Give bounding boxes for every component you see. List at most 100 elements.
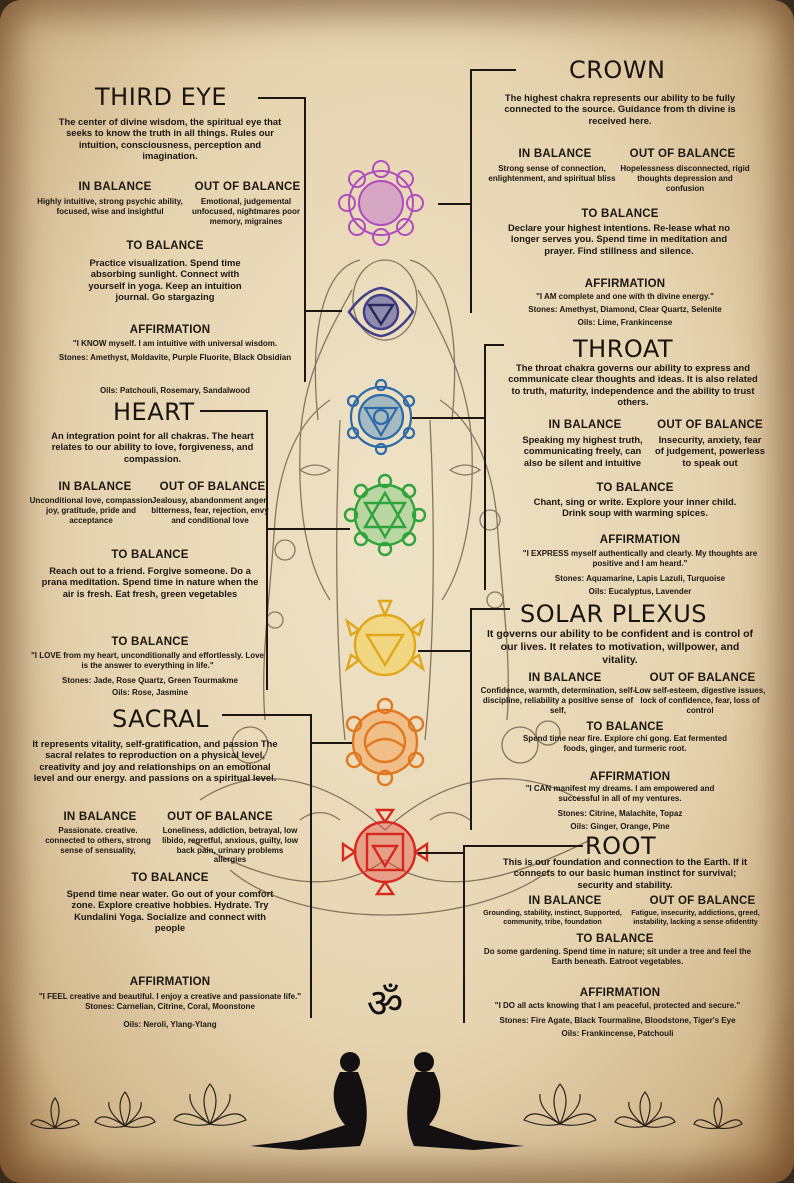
third-eye-chakra-icon [347,286,415,338]
root-out-label: OUT OF BALANCE [649,895,756,907]
third-eye-desc: The center of divine wisdom, the spiritu… [58,116,282,162]
throat-out-label: OUT OF BALANCE [657,419,763,431]
throat-oils: Oils: Eucalyptus, Lavender [588,587,692,596]
heart-to-label: TO BALANCE [111,549,189,561]
third-eye-aff-label: AFFIRMATION [129,324,211,336]
sacral-title: SACRAL [112,705,209,733]
yoga-silhouettes-icon [250,1052,524,1150]
crown-desc: The highest chakra represents our abilit… [504,92,736,126]
crown-out-label: OUT OF BALANCE [629,148,736,160]
crown-aff-label: AFFIRMATION [584,278,666,290]
solar-to-label: TO BALANCE [586,721,664,733]
sacral-connector-v [310,714,312,1018]
solar-plexus-chakra-icon [344,599,426,677]
third-eye-connector-h [306,310,342,312]
solar-desc: It governs our ability to be confident a… [486,628,753,666]
root-connector-v [463,845,465,1023]
root-connector-h [418,852,464,854]
root-connector [463,845,583,847]
third-eye-connector [258,97,306,99]
solar-to-text: Spend time near fire. Explore chi gong. … [522,734,728,753]
sacral-out-label: OUT OF BALANCE [167,811,273,823]
solar-aff-text: "I CAN manifest my dreams. I am empowere… [525,784,715,803]
root-aff-text: "I DO all acts knowing that I am peacefu… [494,1001,741,1010]
heart-to-text: Reach out to a friend. Forgive someone. … [41,565,259,599]
crown-stones: Stones: Amethyst, Diamond, Clear Quartz,… [528,305,722,314]
third-eye-oils: Oils: Patchouli, Rosemary, Sandalwood [99,386,251,395]
crown-chakra-icon [338,160,424,246]
sacral-desc: It represents vitality, self-gratificati… [32,738,278,784]
solar-in-label: IN BALANCE [528,672,602,684]
throat-aff-text: "I EXPRESS myself authentically and clea… [522,549,758,568]
heart-out-text: Jealousy, abandonment anger, bitterness,… [151,496,269,525]
throat-to-label: TO BALANCE [596,482,674,494]
throat-out-text: Insecurity, anxiety, fear of judgement, … [655,434,765,468]
crown-out-text: Hopelessness disconnected, rigid thought… [620,164,750,193]
root-aff-label: AFFIRMATION [579,987,661,999]
root-title: ROOT [585,832,657,860]
solar-out-text: Low self-esteem, digestive issues, lock … [634,686,766,715]
lotus-icons [30,1083,743,1130]
heart-oils: Oils: Rose, Jasmine [111,688,189,697]
heart-in-label: IN BALANCE [58,481,132,493]
crown-in-text: Strong sense of connection, enlightenmen… [488,164,616,183]
sacral-connector-h [312,742,352,744]
sacral-out-text: Loneliness, addiction, betrayal, low lib… [162,826,298,865]
root-in-label: IN BALANCE [528,895,602,907]
solar-stones: Stones: Citrine, Malachite, Topaz [557,809,683,818]
heart-stones: Stones: Jade, Rose Quartz, Green Tourmak… [62,676,238,685]
crown-in-label: IN BALANCE [518,148,592,160]
crown-aff-text: "I AM complete and one with th divine en… [536,292,714,301]
solar-oils: Oils: Ginger, Orange, Pine [570,822,670,831]
sacral-connector [222,714,312,716]
third-eye-out-label: OUT OF BALANCE [194,181,301,193]
heart-aff-text: "I LOVE from my heart, unconditionally a… [30,651,265,670]
third-eye-connector-v [304,97,306,382]
throat-connector-v [484,344,486,590]
heart-connector-h [268,528,350,530]
crown-connector-v [470,69,472,313]
crown-connector [470,69,516,71]
third-eye-in-text: Highly intuitive, strong psychic ability… [37,197,183,216]
third-eye-out-text: Emotional, judgemental unfocused, nightm… [191,197,300,226]
root-stones: Stones: Fire Agate, Black Tourmaline, Bl… [499,1016,736,1025]
solar-connector [470,608,510,610]
heart-out-label: OUT OF BALANCE [159,481,266,493]
sacral-to-text: Spend time near water. Go out of your co… [66,888,274,934]
heart-title: HEART [113,398,195,426]
crown-to-text: Declare your highest intentions. Re-leas… [508,222,730,256]
heart-connector-v [266,410,268,690]
third-eye-aff-text: "I KNOW myself. I am intuitive with univ… [72,339,278,348]
crown-title: CROWN [569,56,666,84]
heart-connector [200,410,268,412]
crown-connector-h [438,203,470,205]
solar-title: SOLAR PLEXUS [520,600,708,628]
root-to-label: TO BALANCE [576,933,654,945]
throat-in-text: Speaking my highest truth, communicating… [522,434,643,468]
sacral-in-label: IN BALANCE [63,811,137,823]
throat-title: THROAT [573,335,674,363]
heart-aff-label: TO BALANCE [111,636,189,648]
throat-connector-h2 [412,417,486,419]
root-chakra-icon [341,808,429,896]
third-eye-to-text: Practice visualization. Spend time absor… [88,257,242,303]
solar-in-text: Confidence, warmth, determination, self-… [480,686,636,715]
third-eye-to-label: TO BALANCE [126,240,204,252]
solar-connector-h [418,650,470,652]
sacral-aff-text: "I FEEL creative and beautiful. I enjoy … [38,992,302,1011]
crown-to-label: TO BALANCE [581,208,659,220]
sacral-oils: Oils: Neroli, Ylang-Ylang [123,1020,217,1029]
third-eye-in-label: IN BALANCE [78,181,152,193]
root-in-text: Grounding, stability, instinct, Supporte… [483,908,622,926]
om-icon: ॐ [366,981,404,1027]
throat-in-label: IN BALANCE [548,419,622,431]
throat-connector-h1 [484,344,504,346]
root-oils: Oils: Frankincense, Patchouli [561,1029,674,1038]
crown-oils: Oils: Lime, Frankincense [577,318,673,327]
throat-desc: The throat chakra governs our ability to… [508,362,758,408]
third-eye-title: THIRD EYE [95,83,228,111]
throat-stones: Stones: Aquamarine, Lapis Lazuli, Turquo… [554,574,726,583]
throat-aff-label: AFFIRMATION [599,534,681,546]
